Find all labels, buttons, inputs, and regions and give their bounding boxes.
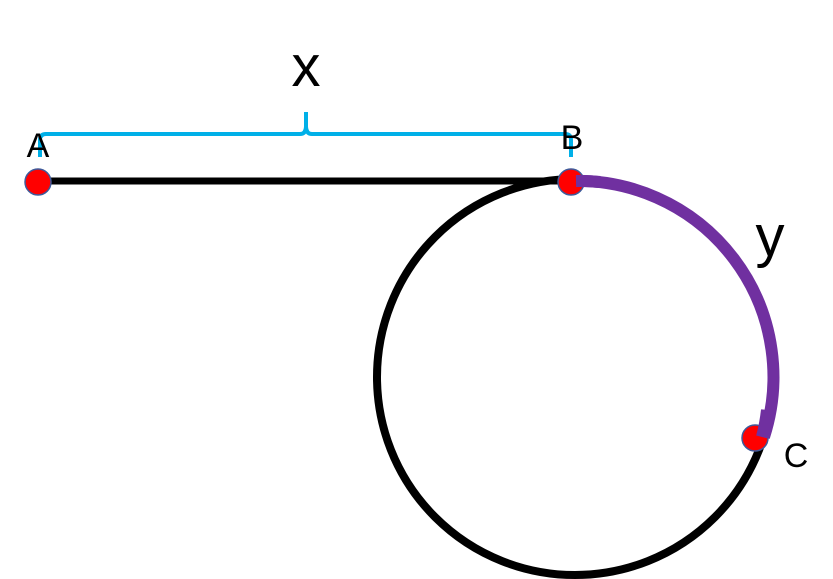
label-x: x bbox=[292, 34, 321, 99]
arc-bc bbox=[570, 174, 780, 439]
arc-bc-end-b bbox=[575, 174, 601, 188]
label-point-b: B bbox=[561, 119, 584, 157]
bracket-x bbox=[38, 112, 573, 157]
label-point-a: A bbox=[27, 127, 50, 165]
arc-bc-end-c bbox=[756, 409, 773, 439]
label-y: y bbox=[756, 204, 785, 269]
label-point-c: C bbox=[784, 437, 809, 475]
point-a bbox=[24, 168, 52, 196]
